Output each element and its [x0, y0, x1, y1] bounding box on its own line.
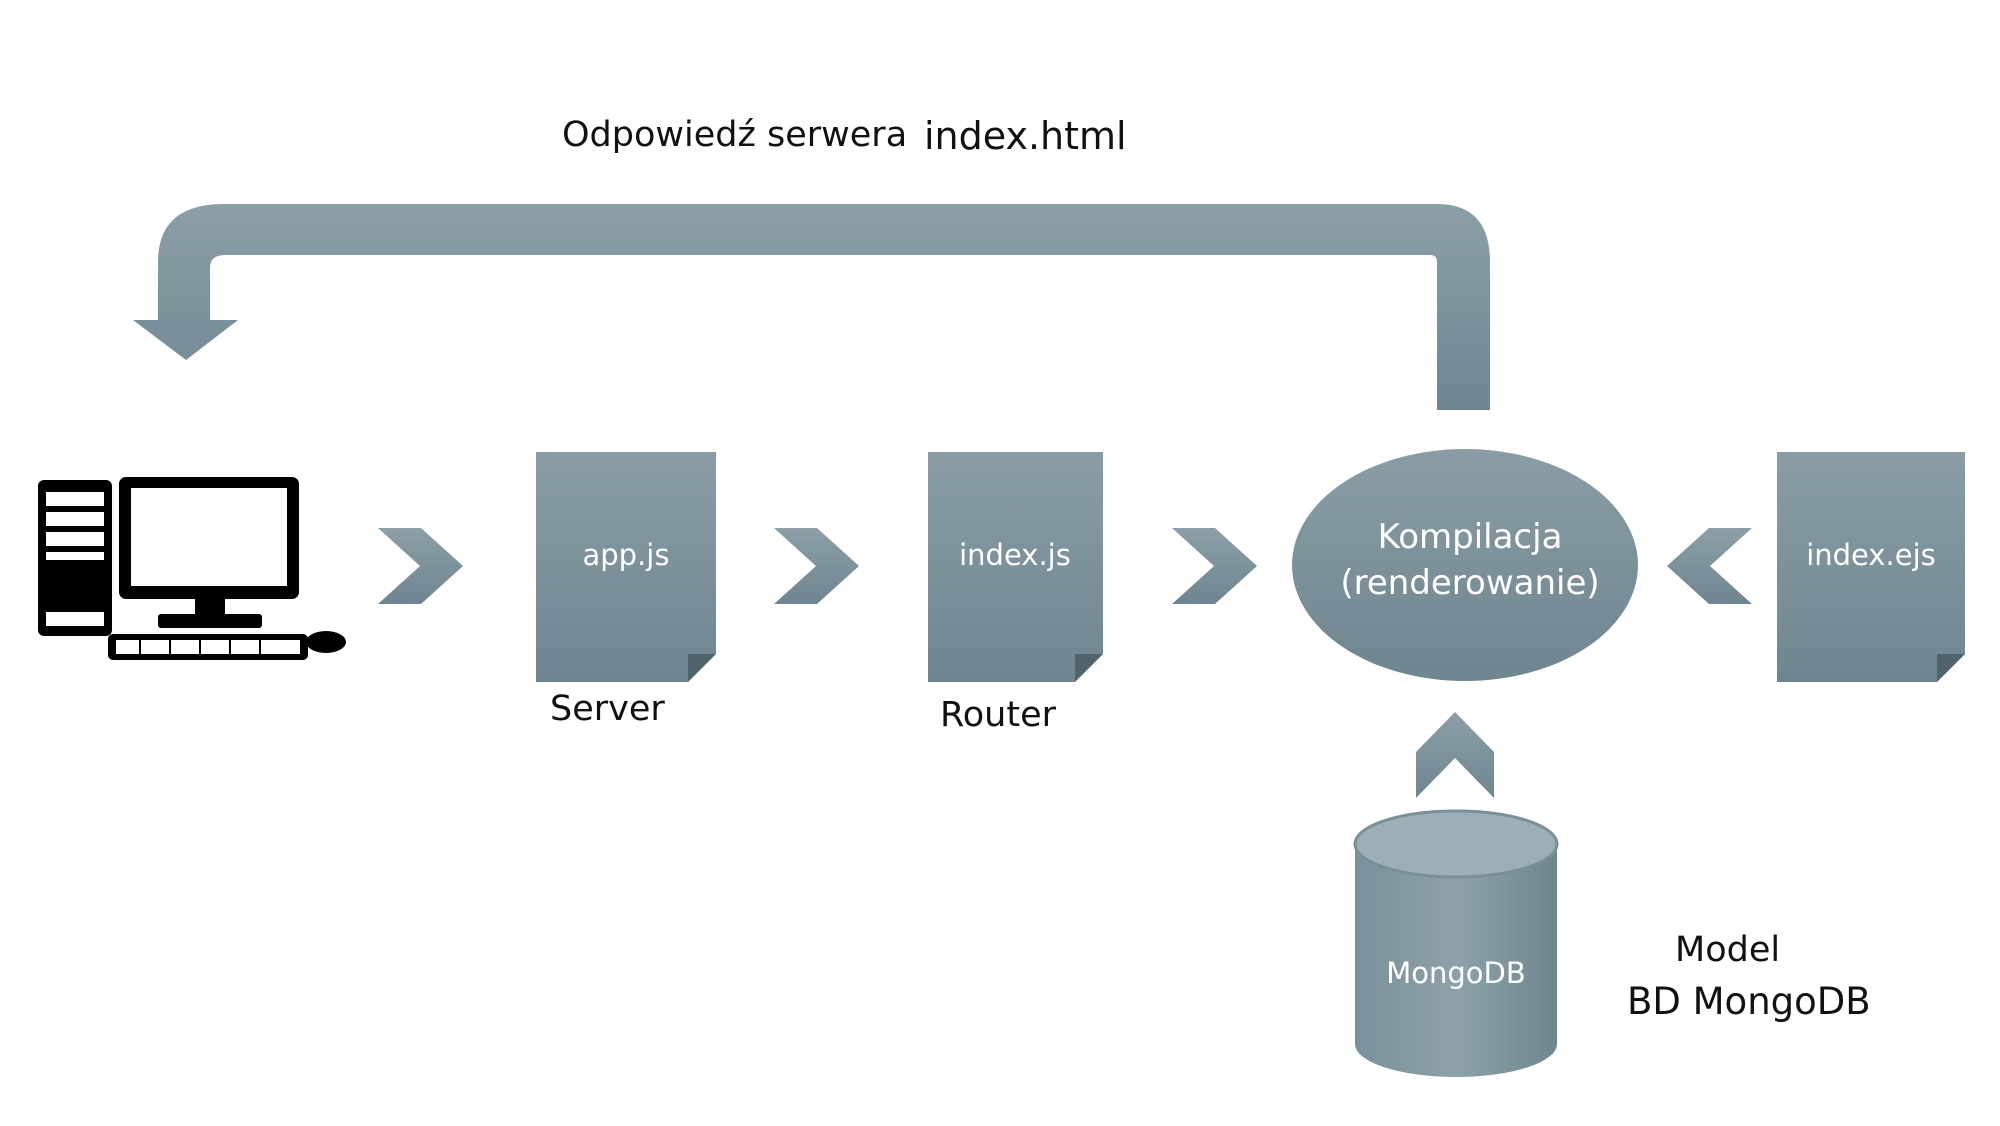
indexjs-file-label: index.js — [959, 538, 1071, 572]
indexejs-file-node: index.ejs — [1777, 452, 1965, 682]
appjs-file-node: app.js — [536, 452, 716, 682]
router-caption: Router — [940, 695, 1057, 735]
response-return-arrow — [133, 204, 1490, 410]
chevron-up-icon — [1416, 712, 1494, 798]
chevron-left-icon — [1667, 528, 1752, 604]
desktop-computer-icon — [38, 477, 346, 660]
indexjs-file-node: index.js — [928, 452, 1103, 682]
indexejs-file-label: index.ejs — [1806, 538, 1936, 572]
chevron-right-icon — [1172, 528, 1257, 604]
response-file-label: index.html — [924, 114, 1127, 158]
appjs-file-label: app.js — [583, 538, 670, 572]
model-caption: Model — [1675, 930, 1780, 970]
chevron-right-icon — [378, 528, 463, 604]
chevron-right-icon — [774, 528, 859, 604]
compilation-label-line2: (renderowanie) — [1340, 563, 1599, 603]
database-caption: BD MongoDB — [1627, 980, 1871, 1023]
server-caption: Server — [550, 689, 665, 729]
mongodb-database-node: MongoDB — [1353, 809, 1559, 1077]
compilation-label-line1: Kompilacja — [1378, 517, 1563, 557]
mongodb-label: MongoDB — [1386, 956, 1526, 990]
compilation-node: Kompilacja (renderowanie) — [1292, 449, 1638, 681]
response-label: Odpowiedź serwera — [562, 115, 907, 155]
